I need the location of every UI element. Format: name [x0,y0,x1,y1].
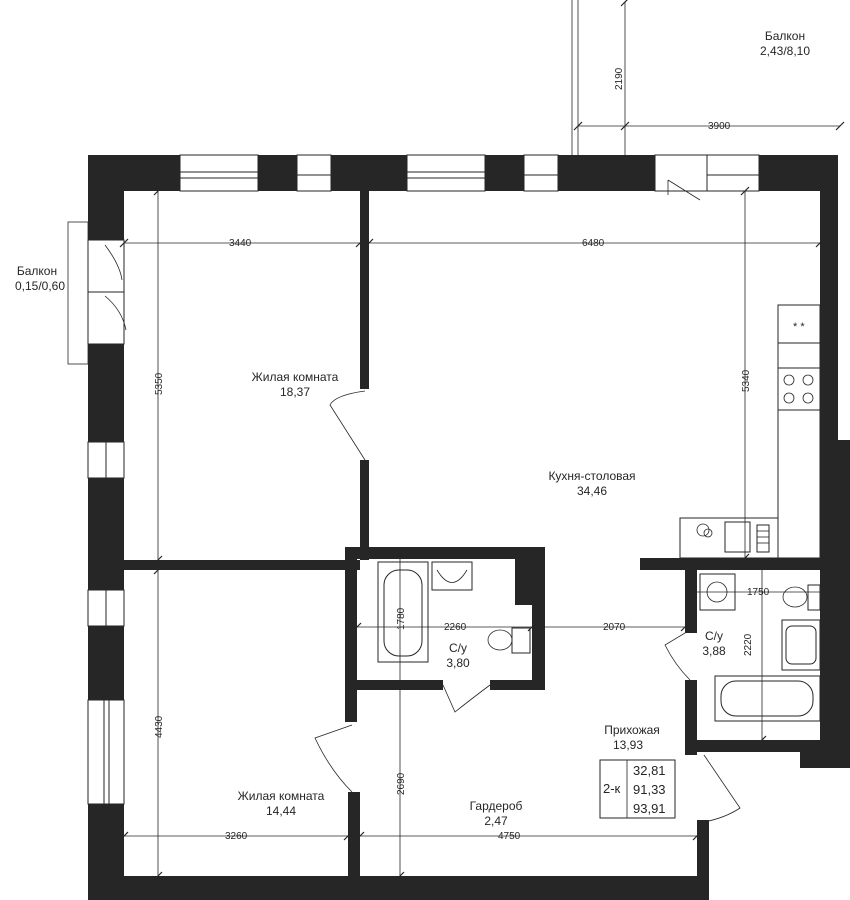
bath1-fixtures [377,561,531,663]
top-windows [179,154,760,201]
bath1-name: С/у [449,641,467,655]
apartment-type: 2-к [603,781,621,796]
dim-bath1-depth: 1780 [396,607,407,630]
hallway-area: 13,93 [613,738,643,752]
balcony-top: 3900 2190 Балкон 2,43/8,10 [571,0,845,155]
dim-bath1-width: 2260 [444,622,467,633]
interior-walls [124,191,820,900]
balcony-top-name: Балкон [765,29,805,43]
dim-bath2-depth: 2220 [743,633,754,656]
dim-bath2-width: 1750 [747,587,770,598]
left-windows [87,239,127,805]
total-area-value: 91,33 [633,782,666,797]
balcony-left: Балкон 0,15/0,60 [15,221,89,365]
dim-room1-width: 3440 [229,238,252,249]
kitchen-name: Кухня-столовая [548,469,635,483]
dim-wardrobe-depth: 2690 [396,772,407,795]
total-with-balcony-value: 93,91 [633,801,666,816]
dim-room2-width: 3260 [225,831,248,842]
living2-area: 14,44 [266,804,296,818]
wardrobe-area: 2,47 [484,814,508,828]
dim-hall-width: 2070 [603,622,626,633]
area-summary-box: 2-к 32,81 91,33 93,91 [599,759,676,819]
stars-icon: * * [793,321,805,333]
living1-area: 18,37 [280,385,310,399]
kitchen-area: 34,46 [577,484,607,498]
dim-kitchen-width: 6480 [582,238,605,249]
dim-room1-depth: 5350 [154,372,165,395]
dim-kitchen-depth: 5340 [741,369,752,392]
doors [314,390,741,823]
kitchen-fixtures: * * [679,304,821,559]
balcony-top-area: 2,43/8,10 [760,44,810,58]
wardrobe-name: Гардероб [470,799,523,813]
bath1-area: 3,80 [446,656,470,670]
balcony-left-area: 0,15/0,60 [15,279,65,293]
room-labels: Жилая комната 18,37 Кухня-столовая 34,46… [238,370,726,828]
bath2-area: 3,88 [702,644,726,658]
bath2-name: С/у [705,629,723,643]
hallway-name: Прихожая [604,723,660,737]
living2-name: Жилая комната [238,789,325,803]
dim-balcony-width: 3900 [708,121,731,132]
dim-room2-depth: 4430 [154,715,165,738]
balcony-left-name: Балкон [17,264,57,278]
living-area-value: 32,81 [633,763,666,778]
dimension-lines: 3440 6480 5350 5340 1780 2260 2070 1750 … [119,186,825,881]
dim-hall-length: 4750 [498,831,521,842]
dim-balcony-depth: 2190 [614,67,625,90]
living1-name: Жилая комната [252,370,339,384]
